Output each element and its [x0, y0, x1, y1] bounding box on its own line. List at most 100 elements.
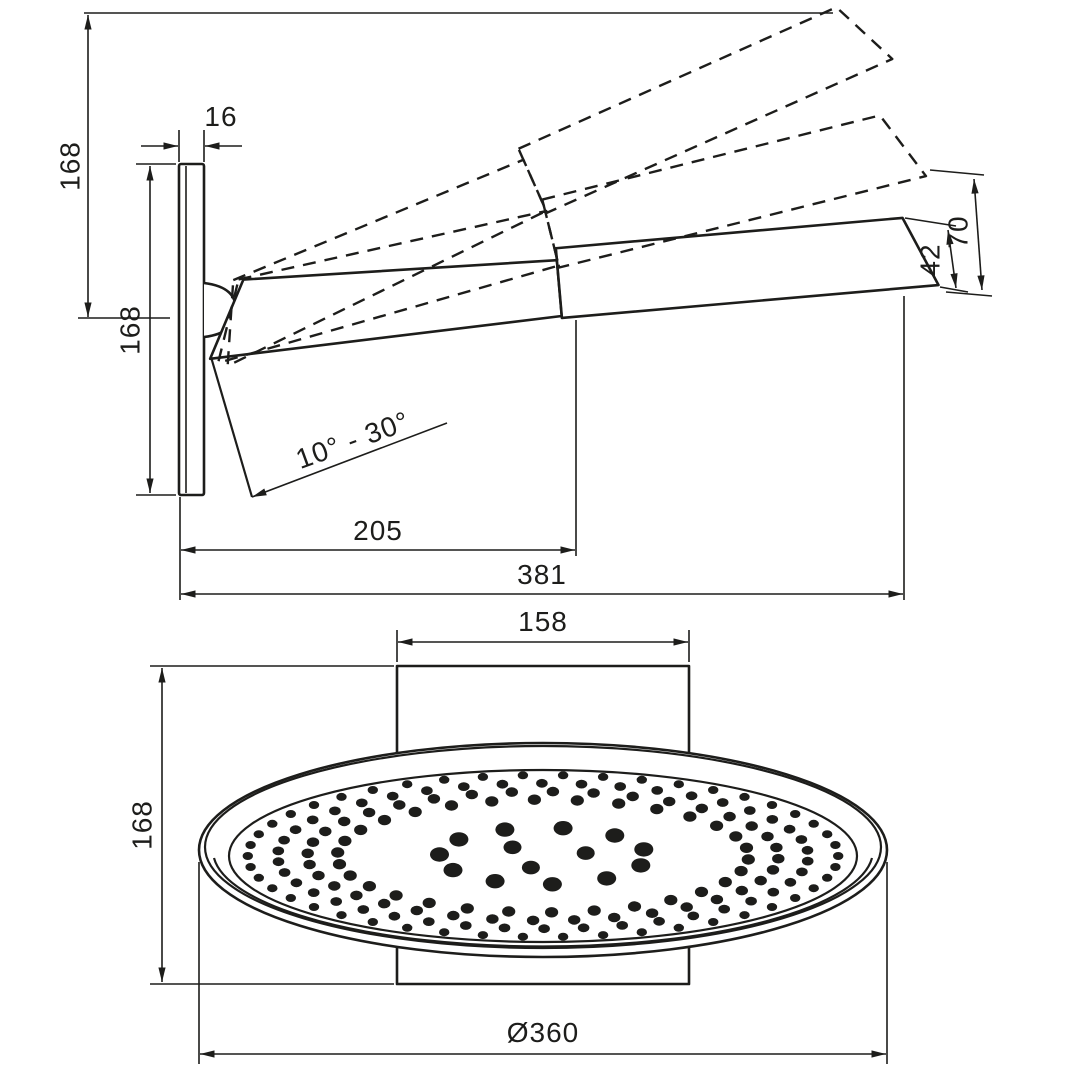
spray-nozzle-dot — [303, 859, 316, 870]
spray-nozzle-dot — [253, 873, 264, 882]
spray-nozzle-dot — [307, 888, 320, 897]
extension-line — [939, 286, 969, 293]
spray-nozzle-dot — [577, 923, 590, 933]
spray-nozzle-dot — [517, 771, 529, 780]
angle-reference-edge — [209, 356, 254, 498]
spray-nozzle-dot — [377, 814, 392, 826]
spray-nozzle-dot — [634, 842, 654, 857]
extension-line — [904, 217, 957, 227]
spray-nozzle-dot — [301, 848, 314, 859]
front-view: 158 168 Ø360 — [126, 606, 889, 1064]
spray-nozzle-dot — [485, 874, 505, 889]
spray-nozzle-dot — [570, 795, 584, 806]
spray-nozzle-dot — [685, 791, 698, 801]
spray-nozzle-dot — [338, 835, 352, 847]
spray-nozzle-dot — [458, 782, 470, 791]
wall-plate — [177, 162, 206, 497]
spray-nozzle-dot — [272, 857, 285, 867]
spray-nozzle-dot — [673, 923, 684, 932]
spray-nozzle-dot — [439, 775, 450, 784]
spray-nozzle-dot — [739, 842, 754, 853]
spray-nozzle-dot — [605, 828, 625, 843]
spray-nozzle-dot — [766, 865, 780, 875]
spray-nozzle-dot — [430, 847, 449, 862]
spray-nozzle-dot — [343, 870, 357, 881]
dimension-line — [971, 178, 985, 291]
spray-nozzle-dot — [245, 841, 256, 849]
spray-nozzle-dot — [718, 904, 730, 914]
spray-nozzle-dot — [761, 831, 774, 842]
spray-nozzle-dot — [745, 896, 757, 906]
spray-nozzle-dot — [329, 806, 341, 816]
spray-nozzle-dot — [477, 772, 489, 781]
spray-nozzle-dot — [278, 868, 291, 877]
spray-nozzle-dot — [505, 787, 518, 797]
spray-nozzle-dot — [734, 865, 748, 877]
spray-nozzle-dot — [614, 782, 626, 791]
spray-nozzle-dot — [338, 816, 351, 827]
spray-nozzle-dot — [627, 901, 642, 912]
dim-plate-height-label: 168 — [114, 305, 145, 355]
spray-nozzle-dot — [423, 917, 435, 926]
spray-nozzle-dot — [495, 822, 515, 837]
dim-projection-joint-label: 205 — [353, 515, 403, 546]
spray-nozzle-dot — [673, 780, 684, 789]
arm-body — [208, 258, 564, 361]
spray-nozzle-dot — [498, 923, 511, 933]
spray-nozzle-dot — [410, 905, 423, 916]
spray-nozzle-dot — [402, 923, 413, 932]
spray-nozzle-dot — [653, 916, 665, 926]
spray-nozzle-dot — [242, 852, 253, 860]
dim-connector-width-label: 158 — [518, 606, 568, 637]
spray-nozzle-dot — [460, 903, 474, 914]
spray-nozzle-dot — [694, 886, 709, 898]
spray-nozzle-dot — [362, 881, 376, 892]
spray-nozzle-dot — [767, 887, 780, 897]
dim-overall-height-label: 168 — [54, 141, 85, 191]
spray-nozzle-dot — [308, 801, 320, 809]
dim-plate-height: 168 — [114, 163, 176, 496]
spray-nozzle-dot — [687, 911, 700, 921]
spray-nozzle-dot — [651, 786, 663, 795]
spray-nozzle-dot — [308, 903, 320, 911]
spray-nozzle-dot — [538, 924, 550, 934]
spray-nozzle-dot — [393, 800, 406, 810]
spray-nozzle-dot — [517, 932, 529, 941]
spray-nozzle-dot — [822, 873, 833, 882]
spray-nozzle-dot — [289, 825, 302, 835]
spray-nozzle-dot — [330, 897, 343, 906]
dim-connector-width: 158 — [396, 606, 690, 662]
spray-nozzle-dot — [402, 780, 413, 789]
spray-nozzle-dot — [741, 854, 755, 865]
spray-nozzle-dot — [557, 771, 569, 780]
spray-nozzle-dot — [695, 803, 708, 814]
spray-nozzle-dot — [356, 798, 368, 808]
spray-nozzle-dot — [306, 815, 319, 825]
arm-body-dashed — [226, 158, 548, 368]
spray-nozzle-dot — [290, 878, 303, 888]
spray-nozzle-dot — [723, 811, 736, 822]
spray-nozzle-dot — [708, 918, 719, 926]
disc-bottom-wall-arc — [212, 857, 874, 948]
spray-nozzle-dot — [367, 918, 378, 926]
spray-nozzle-dot — [745, 821, 758, 831]
spray-nozzle-dot — [319, 826, 332, 837]
spray-nozzle-dot — [536, 778, 548, 788]
spray-nozzle-dot — [833, 852, 844, 860]
angle-annotation: 10° - 30° — [209, 356, 448, 498]
spray-nozzle-dot — [783, 824, 796, 834]
spray-nozzle-dot — [521, 860, 540, 875]
dim-head-thickness: 42 — [904, 217, 969, 293]
spray-nozzle-dot — [388, 911, 401, 921]
spray-nozzle-dot — [527, 794, 542, 805]
spray-nozzle-dot — [357, 905, 370, 914]
shower-head-dashed — [517, 6, 894, 214]
spray-nozzle-dot — [267, 884, 278, 893]
spray-nozzle-dot — [486, 914, 499, 924]
dim-projection-joint: 205 — [179, 320, 577, 600]
dim-diameter-label: Ø360 — [507, 1017, 580, 1048]
spray-nozzle-dot — [553, 821, 573, 836]
spray-nozzle-dot — [496, 779, 509, 789]
spray-nozzle-field — [242, 771, 844, 941]
